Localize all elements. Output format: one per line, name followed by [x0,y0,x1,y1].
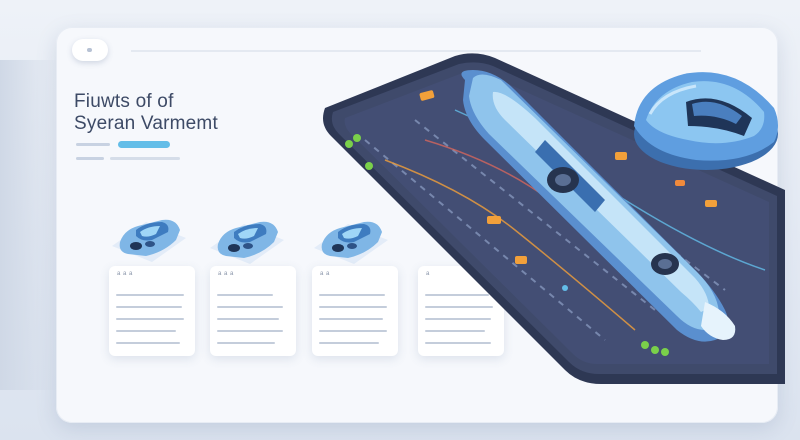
window-menu-button[interactable] [72,39,108,61]
card-text-line [116,342,180,344]
accent-progress-bar[interactable] [118,141,170,148]
card-text-line [116,330,176,332]
pod-vehicle-icon [634,72,778,170]
page-title-line-2: Syeran Varmemt [74,113,218,134]
card-text-line [319,342,379,344]
info-card[interactable]: a a [312,266,398,356]
subtitle-bar [76,157,104,160]
card-text-line [217,306,283,308]
info-card[interactable]: a a a [109,266,195,356]
car-icon[interactable] [204,204,288,270]
card-text-line [319,318,383,320]
subtitle-bar [110,157,180,160]
card-text-line [217,342,275,344]
card-text-line [319,306,387,308]
card-text-line [425,342,491,344]
subtitle-bar [76,143,110,146]
card-header: a a [320,271,330,277]
card-text-line [425,318,491,320]
card-text-line [217,318,279,320]
card-header: a a a [218,271,234,277]
car-icon[interactable] [308,204,392,270]
card-text-line [116,294,184,296]
pill-button-icon [87,48,92,52]
card-header: a a a [117,271,133,277]
card-text-line [425,294,489,296]
card-text-line [116,318,184,320]
card-text-line [319,294,385,296]
card-text-line [425,306,493,308]
info-card[interactable]: a a a [210,266,296,356]
background-shadow [0,60,60,390]
card-text-line [319,330,387,332]
autonomous-vehicle-illustration [461,70,736,342]
card-text-line [217,330,283,332]
card-header: a [426,271,430,277]
header-divider [131,50,701,52]
road-map-illustration [323,53,785,384]
car-icon[interactable] [106,202,190,268]
card-text-line [116,306,182,308]
card-text-line [217,294,273,296]
card-text-line [425,330,485,332]
page-title-line-1: Fiuwts of of [74,91,174,112]
page-title: Fiuwts of of Syeran Varmemt [74,91,314,135]
